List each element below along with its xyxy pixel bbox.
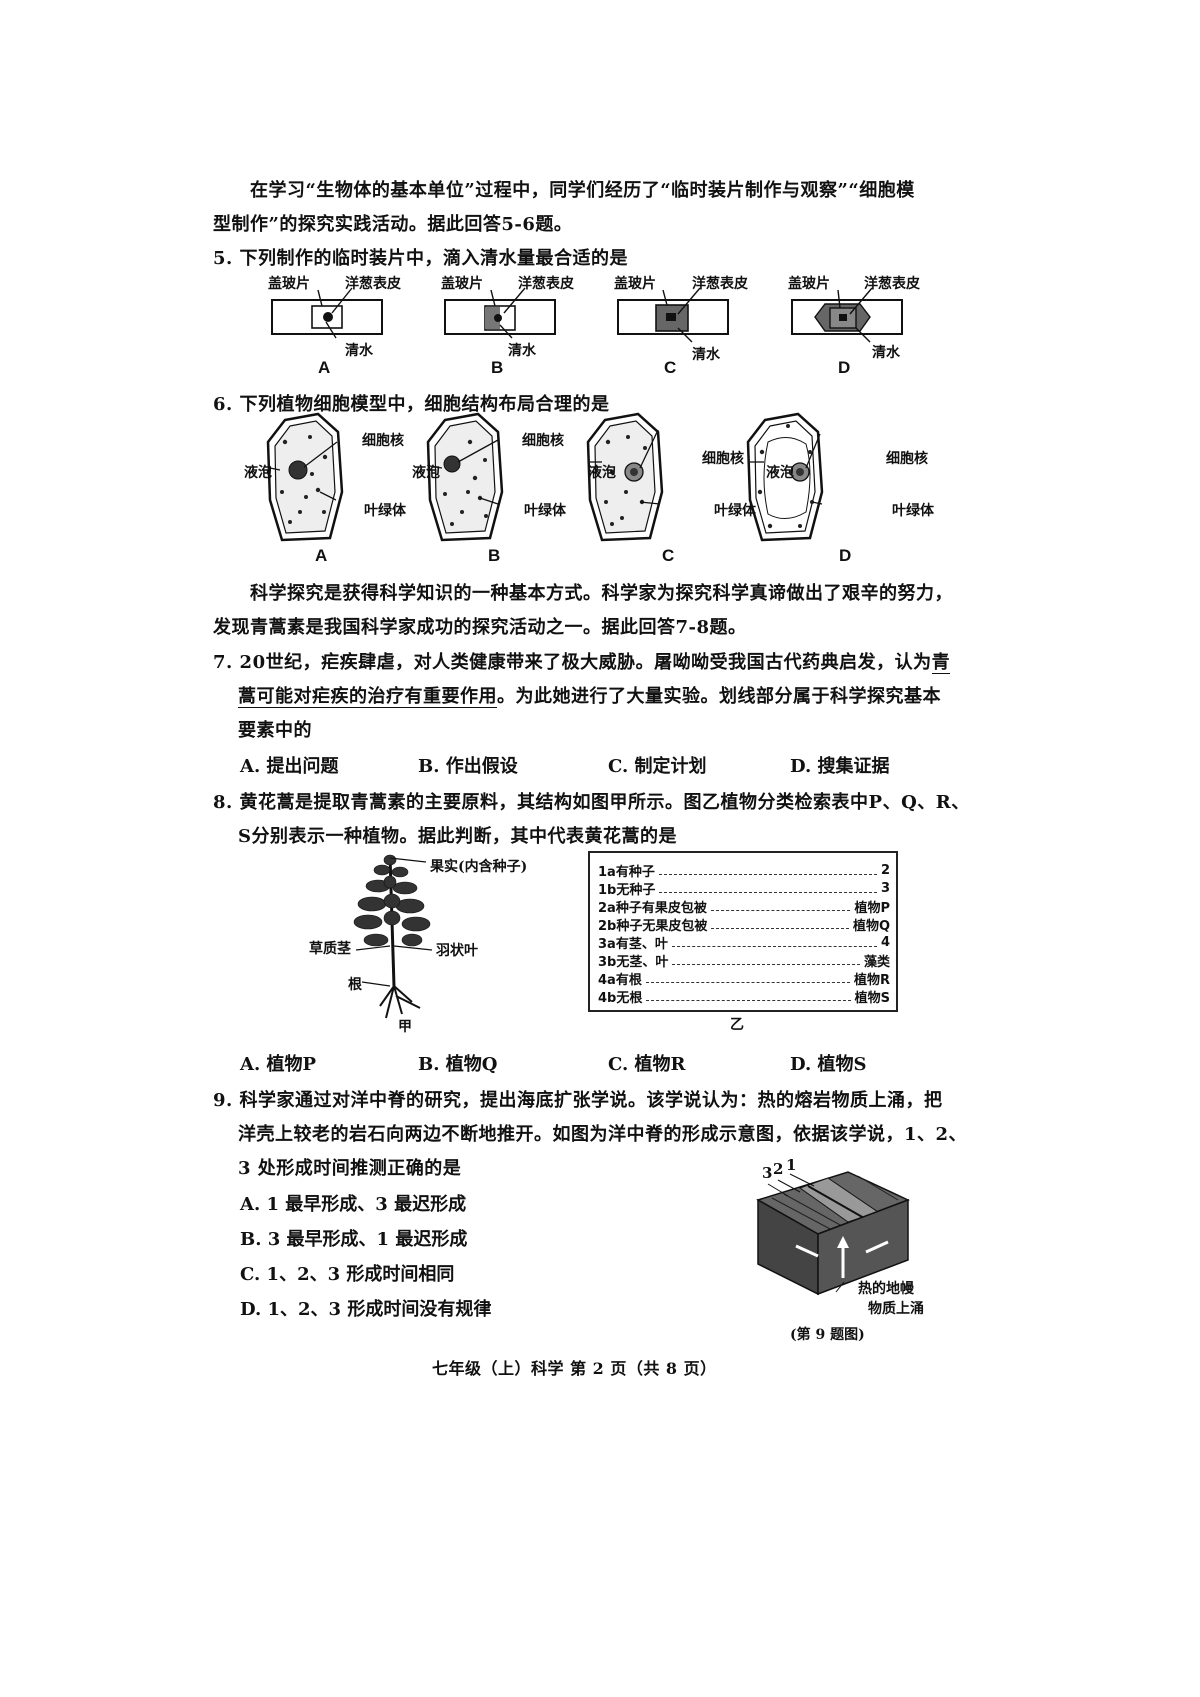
question-7-underlined-start: 青 — [931, 652, 951, 674]
slide-a-skin-label: 洋葱表皮 — [345, 276, 401, 292]
slide-c-skin-label: 洋葱表皮 — [692, 276, 748, 292]
question-9-option-b[interactable]: B. 3 最早形成、1 最迟形成 — [240, 1229, 468, 1250]
question-7-line2-rest: 。为此她进行了大量实验。划线部分属于科学探究基本 — [497, 686, 941, 707]
question-7-line1: 7. 20世纪，疟疾肆虐，对人类健康带来了极大威胁。屠呦呦受我国古代药典启发，认… — [213, 648, 951, 674]
question-7-option-d[interactable]: D. 搜集证据 — [790, 756, 890, 777]
intro-5-6-line2: 型制作”的探究实践活动。据此回答5-6题。 — [213, 214, 573, 235]
figure-9-caption: (第 9 题图) — [790, 1327, 865, 1343]
cell-a-vacuole-label: 液泡 — [244, 465, 272, 481]
slide-b-cover-label: 盖玻片 — [441, 276, 483, 292]
ridge-position-1: 1 — [786, 1156, 797, 1174]
question-7-line3: 要素中的 — [238, 720, 312, 741]
sweet-wormwood-plant-figure — [353, 854, 433, 1019]
cell-a-chloroplast-label: 叶绿体 — [364, 503, 406, 519]
slide-b — [444, 287, 556, 339]
question-8-option-b[interactable]: B. 植物Q — [418, 1054, 498, 1075]
intro-7-8-line2: 发现青蒿素是我国科学家成功的探究活动之一。据此回答7-8题。 — [213, 617, 747, 638]
figure-yi-caption: 乙 — [730, 1017, 744, 1033]
cell-b — [426, 412, 504, 542]
page-footer: 七年级（上）科学 第 2 页（共 8 页） — [432, 1359, 717, 1378]
question-9-option-a[interactable]: A. 1 最早形成、3 最迟形成 — [240, 1194, 467, 1215]
question-7-line2: 蒿可能对疟疾的治疗有重要作用。为此她进行了大量实验。划线部分属于科学探究基本 — [238, 682, 941, 708]
question-5-stem: 5. 下列制作的临时装片中，滴入清水量最合适的是 — [213, 248, 629, 269]
slide-a-water-label: 清水 — [345, 343, 373, 359]
question-7-underlined-text: 蒿可能对疟疾的治疗有重要作用 — [238, 686, 497, 708]
cell-c-nucleus-label: 细胞核 — [702, 451, 744, 467]
slide-c — [617, 287, 729, 343]
cell-a-letter: A — [315, 546, 328, 565]
cell-a — [266, 412, 344, 542]
slide-b-skin-label: 洋葱表皮 — [518, 276, 574, 292]
slide-b-water-label: 清水 — [508, 343, 536, 359]
plant-root-label: 根 — [348, 977, 362, 993]
plant-leaf-label: 羽状叶 — [436, 943, 478, 959]
cell-c-letter: C — [662, 546, 675, 565]
key-row: 4b无根植物S — [598, 990, 890, 1006]
slide-b-letter: B — [491, 358, 504, 377]
slide-d-skin-label: 洋葱表皮 — [864, 276, 920, 292]
ridge-position-3: 3 — [762, 1164, 773, 1182]
cell-b-chloroplast-label: 叶绿体 — [524, 503, 566, 519]
question-9-line3: 3 处形成时间推测正确的是 — [238, 1158, 462, 1179]
question-9-line1: 9. 科学家通过对洋中脊的研究，提出海底扩张学说。该学说认为：热的熔岩物质上涌，… — [213, 1090, 943, 1111]
cell-d-nucleus-label: 细胞核 — [886, 451, 928, 467]
cell-d-letter: D — [839, 546, 852, 565]
cell-d-chloroplast-label: 叶绿体 — [892, 503, 934, 519]
intro-5-6-line1: 在学习“生物体的基本单位”过程中，同学们经历了“临时装片制作与观察”“细胞模 — [250, 180, 915, 201]
key-row: 2a种子有果皮包被植物P — [598, 900, 890, 916]
slide-c-cover-label: 盖玻片 — [614, 276, 656, 292]
plant-fruit-label: 果实(内含种子) — [430, 859, 528, 875]
cell-c-chloroplast-label: 叶绿体 — [714, 503, 756, 519]
question-8-line2: S分别表示一种植物。据此判断，其中代表黄花蒿的是 — [238, 826, 677, 847]
slide-d-water-label: 清水 — [872, 345, 900, 361]
question-6-stem: 6. 下列植物细胞模型中，细胞结构布局合理的是 — [213, 394, 610, 415]
cell-d-vacuole-label: 液泡 — [766, 465, 794, 481]
question-5-slides-figure — [271, 287, 903, 343]
plant-stem-label: 草质茎 — [309, 941, 351, 957]
slide-a — [271, 287, 383, 339]
question-8-option-a[interactable]: A. 植物P — [240, 1054, 317, 1075]
slide-a-cover-label: 盖玻片 — [268, 276, 310, 292]
question-9-line2: 洋壳上较老的岩石向两边不断地推开。如图为洋中脊的形成示意图，依据该学说，1、2、 — [238, 1124, 968, 1145]
ridge-upwelling-label-2: 物质上涌 — [868, 1301, 924, 1317]
slide-d-cover-label: 盖玻片 — [788, 276, 830, 292]
cell-b-vacuole-label: 液泡 — [412, 465, 440, 481]
slide-c-water-label: 清水 — [692, 347, 720, 363]
key-row: 4a有根植物R — [598, 972, 890, 988]
ridge-upwelling-label-1: 热的地幔 — [858, 1281, 914, 1297]
cell-b-letter: B — [488, 546, 501, 565]
question-8-option-d[interactable]: D. 植物S — [790, 1054, 867, 1075]
question-7-option-c[interactable]: C. 制定计划 — [608, 756, 707, 777]
question-7-option-a[interactable]: A. 提出问题 — [240, 756, 339, 777]
question-9-option-d[interactable]: D. 1、2、3 形成时间没有规律 — [240, 1299, 492, 1320]
slide-d-letter: D — [838, 358, 851, 377]
question-8-option-c[interactable]: C. 植物R — [608, 1054, 686, 1075]
figure-jia-caption: 甲 — [398, 1019, 412, 1035]
intro-7-8-line1: 科学探究是获得科学知识的一种基本方式。科学家为探究科学真谛做出了艰辛的努力， — [250, 583, 953, 604]
question-8-line1: 8. 黄花蒿是提取青蒿素的主要原料，其结构如图甲所示。图乙植物分类检索表中P、Q… — [213, 792, 970, 813]
cell-c — [586, 412, 664, 542]
key-row: 2b种子无果皮包被植物Q — [598, 918, 890, 934]
question-9-option-c[interactable]: C. 1、2、3 形成时间相同 — [240, 1264, 455, 1285]
cell-a-nucleus-label: 细胞核 — [362, 433, 404, 449]
ridge-position-2: 2 — [773, 1160, 784, 1178]
question-6-cells-figure — [266, 412, 824, 542]
slide-d — [791, 287, 903, 343]
slide-c-letter: C — [664, 358, 677, 377]
cell-b-nucleus-label: 细胞核 — [522, 433, 564, 449]
cell-c-vacuole-label: 液泡 — [588, 465, 616, 481]
mid-ocean-ridge-figure — [756, 1171, 910, 1296]
cell-d — [746, 412, 824, 542]
question-7-line1-text: 7. 20世纪，疟疾肆虐，对人类健康带来了极大威胁。屠呦呦受我国古代药典启发，认… — [213, 652, 932, 673]
slide-a-letter: A — [318, 358, 331, 377]
question-7-option-b[interactable]: B. 作出假设 — [418, 756, 518, 777]
key-row: 3b无茎、叶藻类 — [598, 954, 890, 970]
